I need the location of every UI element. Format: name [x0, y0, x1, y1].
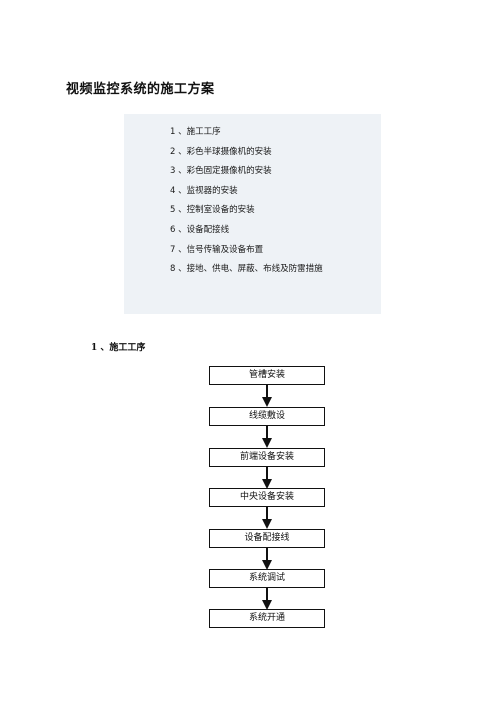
toc-item-8[interactable]: 8 、接地、供电、屏蔽、布线及防雷措施	[170, 264, 323, 275]
flow-step-equipment-wiring: 设备配接线	[209, 529, 325, 548]
toc-item-1[interactable]: 1 、施工工序	[170, 127, 221, 137]
flow-arrow-4	[262, 507, 272, 529]
flow-step-system-launch: 系统开通	[209, 609, 325, 628]
toc-item-7[interactable]: 7 、信号传输及设备布置	[170, 244, 264, 255]
toc-item-5[interactable]: 5 、控制室设备的安装	[170, 205, 255, 216]
toc-list: 1 、施工工序 2 、彩色半球摄像机的安装 3 、彩色固定摄像机的安装 4 、监…	[170, 123, 323, 280]
flow-arrow-5	[262, 548, 272, 570]
flow-arrow-1	[262, 385, 272, 407]
toc-item-2[interactable]: 2 、彩色半球摄像机的安装	[170, 146, 272, 157]
flow-step-central-equipment: 中央设备安装	[209, 488, 325, 507]
flow-step-frontend-equipment: 前端设备安装	[209, 448, 325, 467]
flow-step-conduit-installation: 管槽安装	[209, 366, 325, 385]
flow-arrow-6	[262, 588, 272, 610]
section-heading-construction-process: 1 、施工工序	[91, 343, 146, 353]
toc-item-4[interactable]: 4 、监视器的安装	[170, 185, 238, 196]
flow-arrow-3	[262, 467, 272, 489]
toc-item-6[interactable]: 6 、设备配接线	[170, 224, 230, 235]
flow-step-cable-laying: 线缆敷设	[209, 407, 325, 426]
flow-arrow-2	[262, 426, 272, 448]
document-title: 视频监控系统的施工方案	[66, 82, 215, 97]
flow-step-system-debugging: 系统调试	[209, 569, 325, 588]
toc-item-3[interactable]: 3 、彩色固定摄像机的安装	[170, 166, 272, 177]
table-of-contents: 1 、施工工序 2 、彩色半球摄像机的安装 3 、彩色固定摄像机的安装 4 、监…	[124, 114, 381, 314]
